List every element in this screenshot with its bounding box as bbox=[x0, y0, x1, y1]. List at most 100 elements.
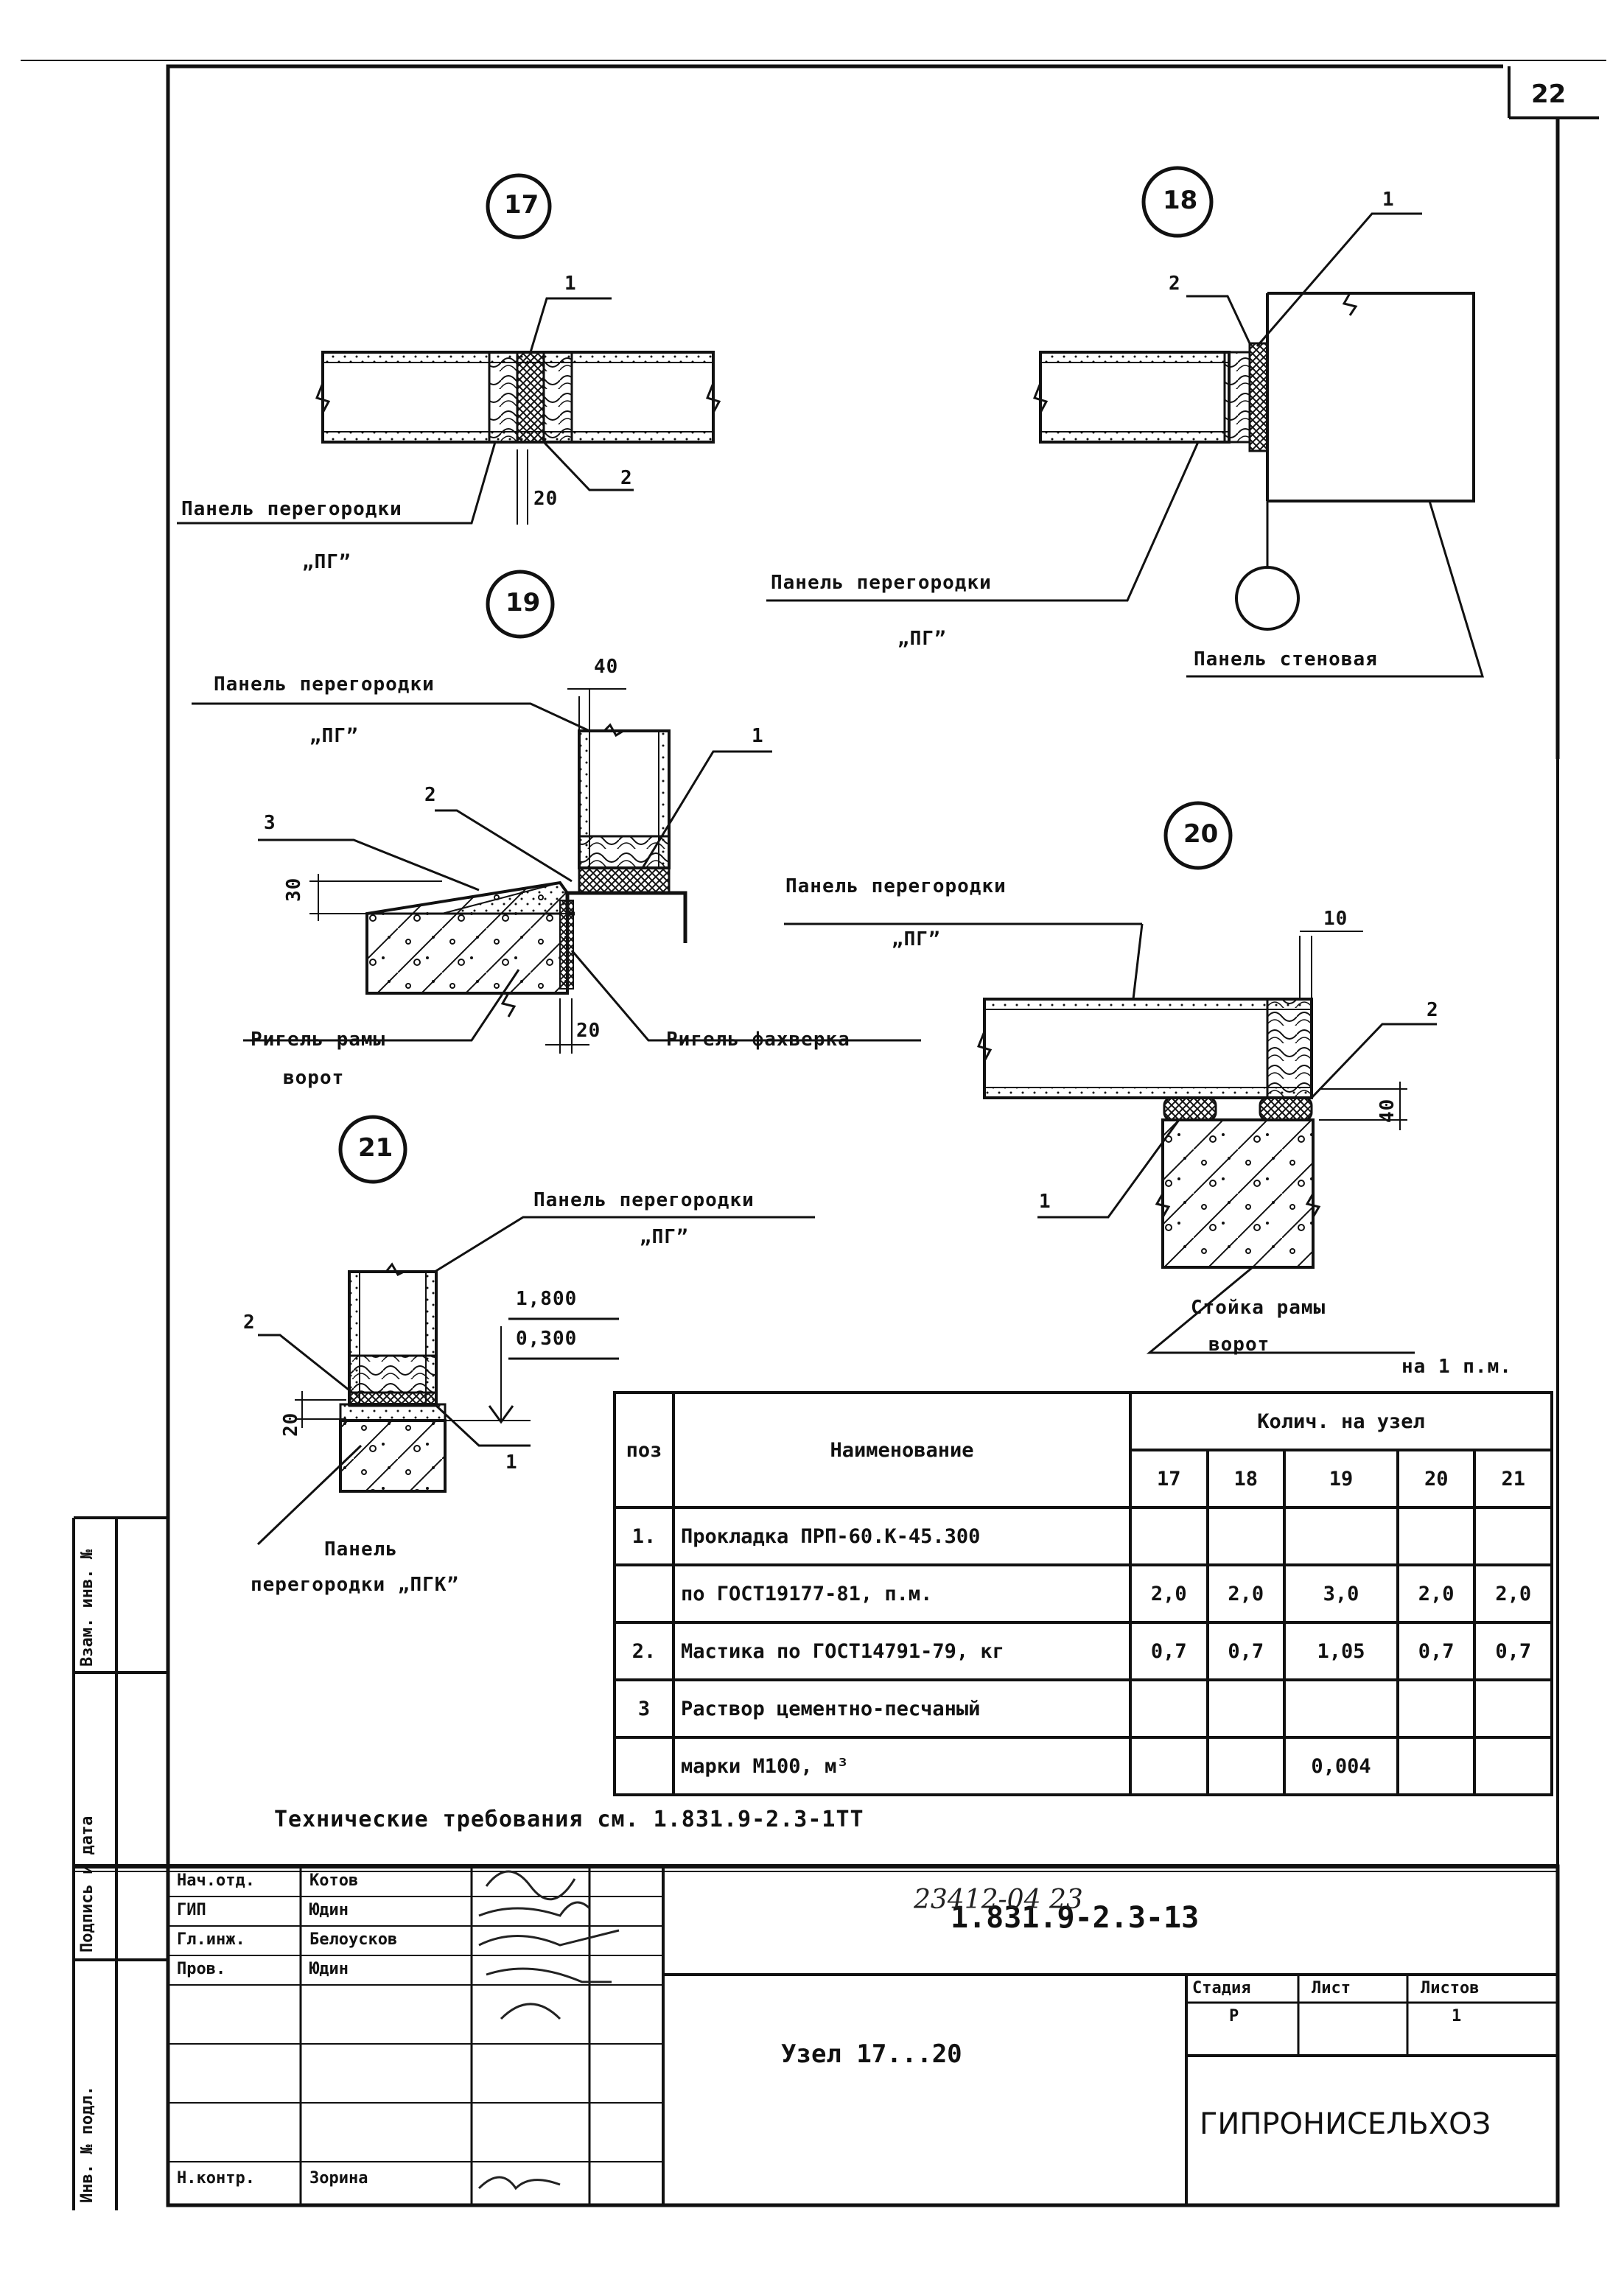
name-1: Котов bbox=[309, 1871, 359, 1890]
sheets-value: 1 bbox=[1452, 2007, 1462, 2025]
node-21-number: 21 bbox=[358, 1133, 393, 1163]
row-value: 0,7 bbox=[1473, 1621, 1553, 1681]
node-20-number: 20 bbox=[1183, 819, 1219, 849]
node-col: 20 bbox=[1396, 1449, 1477, 1509]
node-col: 18 bbox=[1205, 1449, 1287, 1509]
label-pg: „ПГ” bbox=[640, 1226, 689, 1248]
label-panel-partition: Панель перегородки bbox=[181, 498, 402, 520]
row-value bbox=[1205, 1506, 1287, 1566]
row-value bbox=[1205, 1678, 1287, 1739]
table-row: 3 Раствор цементно-песчаный bbox=[613, 1678, 1553, 1739]
row-name: Мастика по ГОСТ14791-79, кг bbox=[672, 1621, 1132, 1681]
stamp-inv: Инв. № подл. bbox=[78, 2086, 97, 2203]
header-pos: поз bbox=[613, 1391, 675, 1509]
table-row: марки М100, м³ 0,004 bbox=[613, 1736, 1553, 1796]
dim-20: 20 bbox=[533, 488, 559, 510]
node-17-number: 17 bbox=[504, 190, 539, 220]
label-gate: ворот bbox=[283, 1067, 345, 1089]
signature-scribble bbox=[478, 1870, 591, 1917]
drawing-title: Узел 17...20 bbox=[781, 2039, 962, 2069]
row-name: Прокладка ПРП-60.К-45.300 bbox=[672, 1506, 1132, 1566]
dim-20: 20 bbox=[576, 1020, 601, 1042]
dim-30: 30 bbox=[283, 877, 305, 902]
row-value bbox=[1473, 1678, 1553, 1739]
row-value bbox=[1129, 1506, 1209, 1566]
elevation-1800: 1,800 bbox=[516, 1288, 578, 1310]
row-value: 2,0 bbox=[1473, 1563, 1553, 1624]
callout-2: 2 bbox=[1169, 273, 1181, 295]
page-number: 22 bbox=[1531, 80, 1567, 109]
sheets-label: Листов bbox=[1421, 1979, 1480, 1997]
label-pg: „ПГ” bbox=[897, 628, 947, 650]
label-rigel-fachwerk: Ригель фахверка bbox=[666, 1029, 850, 1051]
row-value: 1,05 bbox=[1283, 1621, 1399, 1681]
callout-1: 1 bbox=[1039, 1191, 1051, 1213]
row-value bbox=[1283, 1678, 1399, 1739]
callout-1: 1 bbox=[505, 1451, 518, 1474]
table-node-row: 17 18 19 20 21 bbox=[615, 1449, 1553, 1509]
row-name: Раствор цементно-песчаный bbox=[672, 1678, 1132, 1739]
label-panel-partition: Панель перегородки bbox=[785, 875, 1007, 897]
dim-10: 10 bbox=[1323, 908, 1348, 930]
label-panel-pgk-1: Панель bbox=[324, 1538, 398, 1561]
label-per-meter: на 1 п.м. bbox=[1401, 1356, 1512, 1378]
role-2: ГИП bbox=[177, 1901, 206, 1919]
row-value: 0,7 bbox=[1205, 1621, 1287, 1681]
label-pg: „ПГ” bbox=[309, 725, 359, 747]
row-value bbox=[1396, 1678, 1477, 1739]
row-value: 0,7 bbox=[1129, 1621, 1209, 1681]
stamp-sign: Подпись и дата bbox=[78, 1815, 97, 1952]
stamp-replace: Взам. инв. № bbox=[78, 1549, 97, 1667]
row-value bbox=[1473, 1506, 1553, 1566]
label-pg: „ПГ” bbox=[892, 928, 941, 950]
row-value bbox=[1473, 1736, 1553, 1796]
row-value bbox=[1283, 1506, 1399, 1566]
role-3: Гл.инж. bbox=[177, 1930, 245, 1949]
row-value: 2,0 bbox=[1129, 1563, 1209, 1624]
row-value: 2,0 bbox=[1396, 1563, 1477, 1624]
table-row: 2. Мастика по ГОСТ14791-79, кг 0,7 0,7 1… bbox=[613, 1621, 1553, 1681]
tech-requirements: Технические требования см. 1.831.9-2.3-1… bbox=[274, 1807, 864, 1832]
node-18-number: 18 bbox=[1163, 186, 1198, 215]
dim-40: 40 bbox=[594, 656, 619, 678]
header-qty: Колич. на узел bbox=[1129, 1391, 1553, 1451]
bottom-note: 23412-04 23 bbox=[914, 1885, 1083, 1915]
elevation-0300: 0,300 bbox=[516, 1328, 578, 1350]
label-rigel-frame: Ригель рамы bbox=[251, 1029, 386, 1051]
specification-table: поз Наименование Колич. на узел 17 18 19… bbox=[613, 1391, 1553, 1796]
row-value bbox=[1129, 1678, 1209, 1739]
row-value bbox=[1396, 1506, 1477, 1566]
callout-2: 2 bbox=[243, 1311, 256, 1334]
role-4: Пров. bbox=[177, 1960, 226, 1978]
row-pos: 3 bbox=[613, 1678, 675, 1739]
table-header-row: поз Наименование Колич. на узел bbox=[613, 1391, 1553, 1509]
name-3: Белоусков bbox=[309, 1930, 398, 1949]
row-value: 2,0 bbox=[1205, 1563, 1287, 1624]
name-4: Юдин bbox=[309, 1960, 349, 1978]
row-pos: 2. bbox=[613, 1621, 675, 1681]
label-panel-pgk-2: перегородки „ПГК” bbox=[251, 1574, 460, 1596]
label-gate: ворот bbox=[1208, 1334, 1270, 1356]
row-pos bbox=[613, 1563, 675, 1624]
row-pos bbox=[613, 1736, 675, 1796]
row-value: 3,0 bbox=[1283, 1563, 1399, 1624]
node-col: 19 bbox=[1283, 1449, 1399, 1509]
document-code: 1.831.9-2.3-13 bbox=[951, 1901, 1200, 1935]
label-panel-partition: Панель перегородки bbox=[533, 1189, 755, 1211]
row-name: по ГОСТ19177-81, п.м. bbox=[672, 1563, 1132, 1624]
table-row: 1. Прокладка ПРП-60.К-45.300 bbox=[613, 1506, 1553, 1566]
row-value bbox=[1396, 1736, 1477, 1796]
label-panel-partition: Панель перегородки bbox=[214, 673, 435, 696]
label-panel-partition: Панель перегородки bbox=[771, 572, 992, 594]
sheet-label: Лист bbox=[1312, 1979, 1351, 1997]
node-col: 17 bbox=[1129, 1449, 1209, 1509]
role-1: Нач.отд. bbox=[177, 1871, 255, 1890]
row-value bbox=[1129, 1736, 1209, 1796]
stage-value: Р bbox=[1229, 2007, 1239, 2025]
role-7: Н.контр. bbox=[177, 2169, 255, 2188]
callout-2: 2 bbox=[1427, 999, 1439, 1021]
label-panel-wall: Панель стеновая bbox=[1194, 648, 1378, 670]
node-col: 21 bbox=[1473, 1449, 1553, 1509]
table-row: по ГОСТ19177-81, п.м. 2,0 2,0 3,0 2,0 2,… bbox=[613, 1563, 1553, 1624]
